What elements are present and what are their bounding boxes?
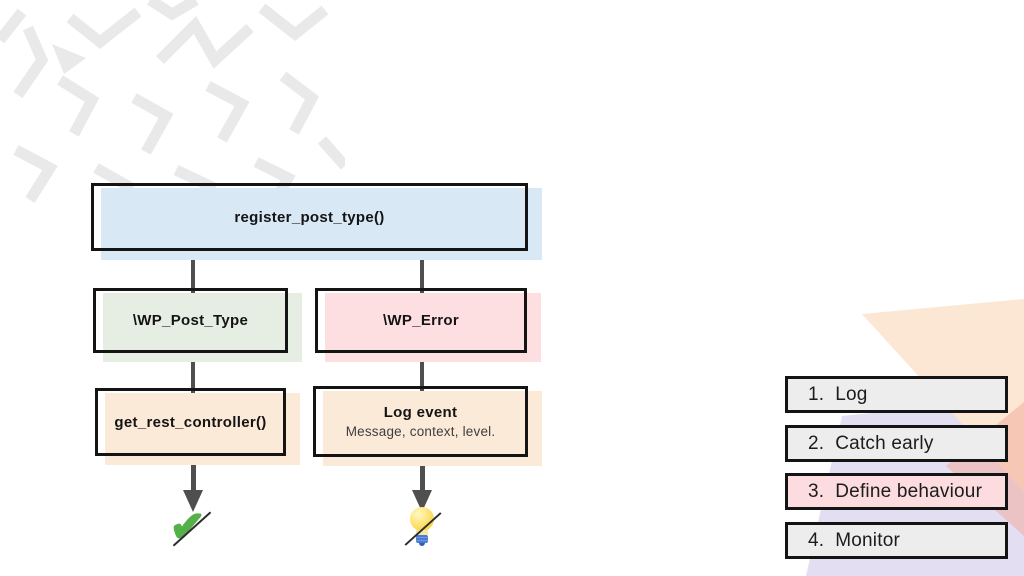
get-rest-controller-box: get_rest_controller()	[95, 388, 300, 465]
item-number: 1.	[808, 383, 825, 405]
checklist-item-3: 4. Monitor	[785, 522, 1008, 559]
box-frame	[93, 288, 288, 353]
connector-line	[191, 249, 195, 293]
item-label: Monitor	[835, 529, 901, 551]
bulb-tip	[419, 543, 425, 546]
item-label: Catch early	[835, 432, 934, 454]
box-frame	[315, 288, 527, 353]
box-frame	[91, 183, 528, 251]
item-label: Log	[835, 383, 868, 405]
box-label: Log event Message, context, level.	[313, 386, 528, 457]
checklist-item-1: 2. Catch early	[785, 425, 1008, 462]
box-frame	[313, 386, 528, 457]
arrow-shaft	[191, 455, 196, 491]
doodle-triangle	[52, 44, 86, 74]
item-number: 2.	[808, 432, 825, 454]
wp-error-box: \WP_Error	[315, 288, 541, 362]
item-number: 3.	[808, 480, 825, 502]
bulb-neck	[416, 530, 428, 535]
box-label: register_post_type()	[234, 208, 385, 226]
checklist-item-2: 3. Define behaviour	[785, 473, 1008, 510]
down-arrow-icon	[412, 455, 432, 512]
arrow-head	[412, 490, 432, 512]
bulb-base	[416, 535, 428, 543]
connector-line	[420, 249, 424, 293]
arrow-head	[183, 490, 203, 512]
box-frame	[95, 388, 286, 456]
down-arrow-icon	[183, 455, 203, 512]
item-label: Define behaviour	[835, 480, 983, 502]
check-icon: ✔	[168, 503, 216, 552]
wp-post-type-box: \WP_Post_Type	[93, 288, 302, 362]
box-label: get_rest_controller()	[114, 413, 267, 431]
log-event-subtitle: Message, context, level.	[345, 424, 496, 439]
lightbulb-icon	[404, 505, 442, 555]
log-event-box: Log event Message, context, level.	[313, 386, 542, 466]
box-label: \WP_Error	[382, 312, 460, 329]
log-event-title: Log event	[383, 404, 458, 421]
box-fill	[323, 391, 542, 466]
checklist-item-0: 1. Log	[785, 376, 1008, 413]
connector-line	[191, 349, 195, 393]
connector-line	[420, 349, 424, 391]
arrow-shaft	[420, 455, 425, 491]
box-label: \WP_Post_Type	[132, 312, 249, 329]
item-number: 4.	[808, 529, 825, 551]
register-post-type-box: register_post_type()	[91, 183, 542, 260]
